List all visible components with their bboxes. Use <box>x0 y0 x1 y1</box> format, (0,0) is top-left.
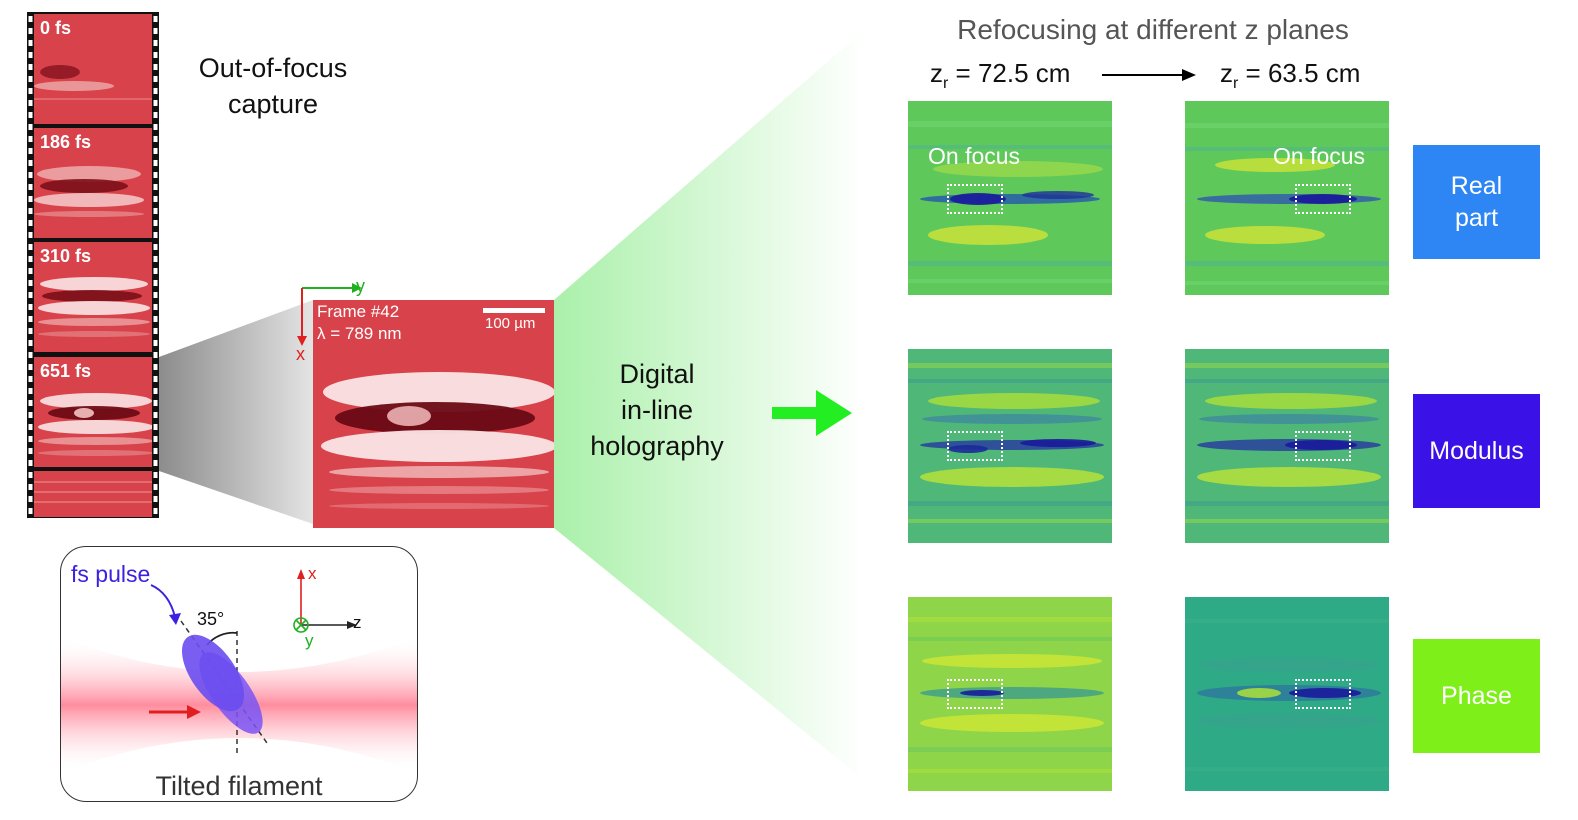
plane-left-value: = 72.5 cm <box>948 58 1071 88</box>
film-frame-186fs: 186 fs <box>34 128 152 238</box>
tile-phase-near <box>908 597 1112 791</box>
method-heading-line1: Digital <box>619 359 695 389</box>
row-label-line2: part <box>1454 204 1499 232</box>
tile-focus-label: On focus <box>1273 143 1366 169</box>
tile-roi <box>1295 679 1351 709</box>
pulse-label: fs pulse <box>71 561 151 587</box>
setup-panel: fs pulse 35° x z y Tilted filament <box>60 546 418 802</box>
row-label-phase: Phase <box>1413 639 1540 753</box>
plane-right-sub: r <box>1233 75 1239 93</box>
hologram-wavelength-label: λ = 789 nm <box>317 324 402 343</box>
tile-pattern <box>1185 597 1389 791</box>
film-sprockets-left <box>28 16 33 514</box>
film-frame-label: 651 fs <box>40 361 92 381</box>
tile-real-near: On focus <box>908 101 1112 295</box>
tile-real-far: On focus <box>1185 101 1389 295</box>
tile-pattern <box>908 101 1112 295</box>
row-label-line1: Real <box>1450 172 1503 200</box>
angle-label: 35° <box>197 609 225 629</box>
plane-right-value: = 63.5 cm <box>1238 58 1361 88</box>
film-frame-image <box>34 128 152 238</box>
film-frame-partial <box>34 471 152 517</box>
hologram-image: Frame #42 λ = 789 nm 100 µm <box>313 300 554 528</box>
film-frame-0fs: 0 fs <box>34 14 152 124</box>
film-frame-image <box>34 14 152 124</box>
film-frame-310fs: 310 fs <box>34 242 152 352</box>
row-label-modulus: Modulus <box>1413 394 1540 508</box>
tile-modulus-near <box>908 349 1112 543</box>
setup-axis-z-label: z <box>353 613 362 632</box>
tile-roi <box>947 431 1003 461</box>
hologram-pattern <box>313 300 554 528</box>
method-heading-line2: in-line <box>620 395 694 425</box>
refocus-title: Refocusing at different z planes <box>957 14 1349 45</box>
film-frame-image <box>34 357 152 467</box>
film-frame-651fs: 651 fs <box>34 357 152 467</box>
setup-axis-x-label: x <box>308 564 317 583</box>
hologram-axis-y-label: y <box>356 276 365 296</box>
plane-left-z: z <box>930 58 943 88</box>
setup-caption: Tilted filament <box>155 771 323 801</box>
setup-schematic <box>61 569 417 773</box>
row-label-line1: Phase <box>1441 682 1512 710</box>
tile-modulus-far <box>1185 349 1389 543</box>
film-strip: 0 fs 186 fs 310 fs <box>27 12 159 518</box>
tile-pattern <box>908 597 1112 791</box>
capture-heading-line1: Out-of-focus <box>198 53 348 83</box>
capture-heading: Out-of-focus capture <box>170 50 376 122</box>
hologram-axes <box>297 283 362 346</box>
reconstruction-wedge <box>554 30 864 780</box>
capture-heading-line2: capture <box>227 89 319 119</box>
plane-left-label: zr = 72.5 cm <box>930 58 1070 93</box>
tile-roi <box>1295 431 1351 461</box>
plane-right-z: z <box>1220 58 1233 88</box>
tile-roi <box>947 184 1003 214</box>
film-sprockets-right <box>153 16 158 514</box>
tile-phase-far <box>1185 597 1389 791</box>
zoom-wedge <box>159 300 313 524</box>
row-label-line1: Modulus <box>1429 437 1524 465</box>
setup-axis-y-label: y <box>305 631 314 650</box>
hologram-frame-label: Frame #42 <box>317 302 400 321</box>
film-frame-image <box>34 242 152 352</box>
process-arrow-icon <box>772 390 852 436</box>
method-heading: Digital in-line holography <box>560 356 754 464</box>
scale-bar <box>483 308 545 313</box>
tile-pattern <box>1185 101 1389 295</box>
method-heading-line3: holography <box>590 431 724 461</box>
plane-right-label: zr = 63.5 cm <box>1220 58 1360 93</box>
plane-arrow-icon <box>1102 69 1196 81</box>
film-frame-label: 186 fs <box>40 132 92 152</box>
tile-roi <box>947 679 1003 709</box>
film-frame-label: 310 fs <box>40 246 92 266</box>
row-label-real: Real part <box>1413 145 1540 259</box>
tile-roi <box>1295 184 1351 214</box>
scale-bar-label: 100 µm <box>485 315 536 332</box>
tile-pattern <box>1185 349 1389 543</box>
film-frame-label: 0 fs <box>40 18 72 38</box>
tile-pattern <box>908 349 1112 543</box>
tile-focus-label: On focus <box>928 143 1021 169</box>
plane-left-sub: r <box>943 75 949 93</box>
hologram-axis-x-label: x <box>296 344 305 364</box>
film-frame-image <box>34 471 152 517</box>
